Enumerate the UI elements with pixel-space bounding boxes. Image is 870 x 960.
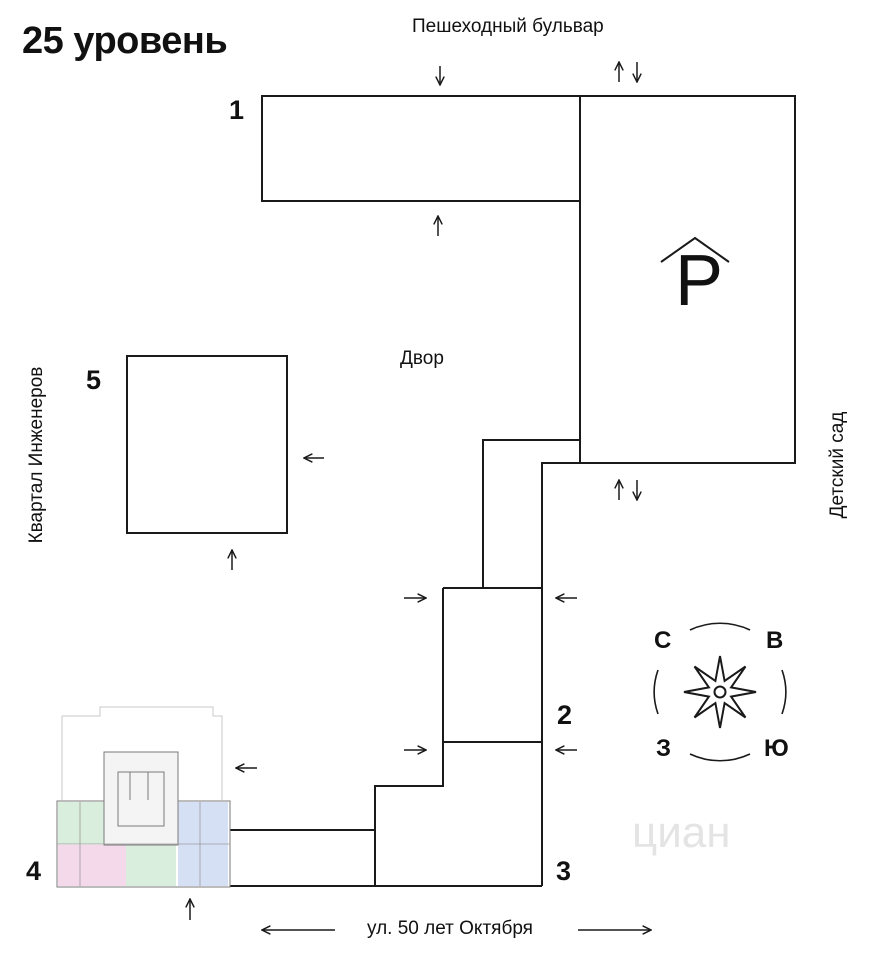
building-2-north-wing: [482, 439, 580, 588]
compass-south-label: Ю: [764, 735, 789, 762]
building-number-4: 4: [26, 856, 42, 886]
compass-west-label: З: [656, 735, 672, 762]
parking-symbol: P: [675, 241, 724, 321]
building-2-east-edge: [541, 462, 580, 886]
compass-north-label: С: [654, 627, 672, 654]
building-number-2: 2: [557, 700, 573, 730]
building-number-5: 5: [86, 365, 102, 395]
bottom-street-label: ул. 50 лет Октября: [367, 918, 533, 939]
building-number-3: 3: [556, 856, 572, 886]
compass-east-label: В: [766, 627, 784, 654]
building-3-outline: [374, 742, 444, 886]
top-street-label: Пешеходный бульвар: [412, 16, 604, 37]
parking-roof-icon: [660, 236, 730, 263]
yard-label: Двор: [400, 348, 444, 369]
parking-outline: [579, 95, 796, 464]
building-5-outline: [126, 355, 288, 534]
building-number-1: 1: [229, 95, 245, 125]
watermark-text: циан: [632, 808, 731, 857]
building-4-floorplan: [56, 706, 231, 888]
building-1-outline: [261, 95, 581, 202]
page-title: 25 уровень: [22, 20, 228, 62]
compass-rose-icon: [653, 622, 787, 762]
